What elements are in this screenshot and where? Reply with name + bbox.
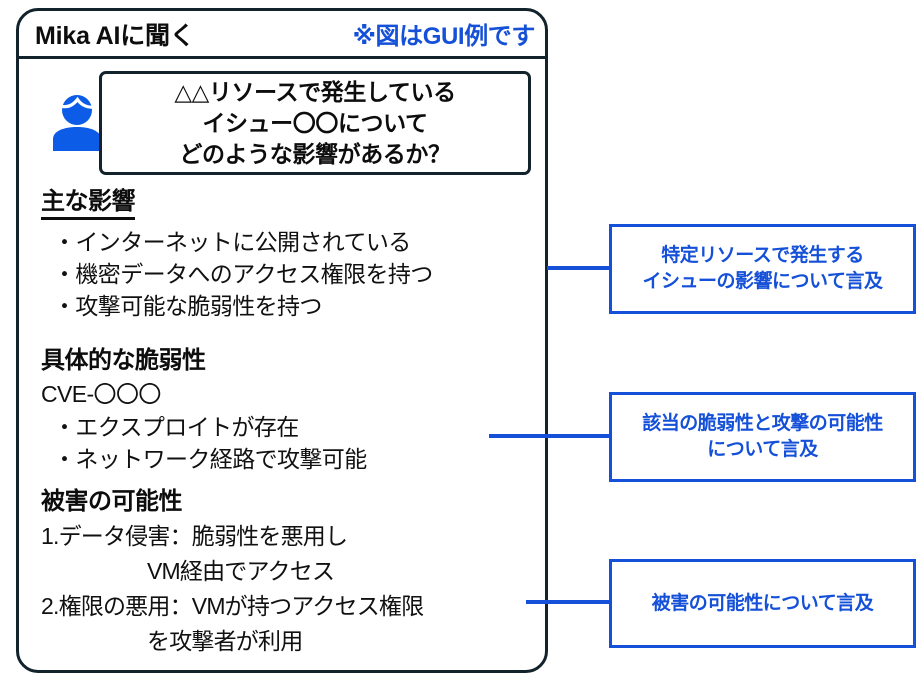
connector-line-2 <box>489 434 611 438</box>
callout-damage-potential: 被害の可能性について言及 <box>609 559 916 648</box>
question-line-1: △△リソースで発生している <box>174 78 456 105</box>
section-damage-potential: 被害の可能性 1.データ侵害：脆弱性を悪用し VM経由でアクセス 2.権限の悪用… <box>41 481 541 659</box>
section-specific-vulnerability: 具体的な脆弱性 CVE-〇〇〇 ・エクスプロイトが存在 ・ネットワーク経路で攻撃… <box>41 340 541 475</box>
callout-line: 特定リソースで発生する <box>661 245 864 266</box>
numbered-item-continuation: VM経由でアクセス <box>147 558 335 584</box>
user-question-bubble: △△リソースで発生している イシュー〇〇について どのような影響があるか？ <box>99 71 531 175</box>
numbered-item-continuation: を攻撃者が利用 <box>147 628 303 654</box>
bullet-item: ・攻撃可能な脆弱性を持つ <box>53 293 322 319</box>
question-line-2: イシュー〇〇について <box>202 109 428 136</box>
card-header: Mika AIに聞く ※図はGUI例です <box>19 11 545 59</box>
spacer <box>41 322 541 340</box>
ai-answer-body: 主な影響 ・インターネットに公開されている ・機密データへのアクセス権限を持つ … <box>41 181 541 659</box>
section-heading-damage-potential: 被害の可能性 <box>41 488 183 515</box>
page-title: Mika AIに聞く <box>35 21 195 50</box>
ai-assistant-card: Mika AIに聞く ※図はGUI例です △△リソースで発生している イシュー〇… <box>16 8 548 673</box>
connector-line-1 <box>547 266 611 270</box>
numbered-item: 1.データ侵害：脆弱性を悪用し <box>41 523 348 549</box>
section-heading-specific-vulnerability: 具体的な脆弱性 <box>41 347 206 374</box>
bullet-item: ・ネットワーク経路で攻撃可能 <box>53 446 367 472</box>
section-main-impact: 主な影響 ・インターネットに公開されている ・機密データへのアクセス権限を持つ … <box>41 181 541 322</box>
gui-example-note: ※図はGUI例です <box>352 23 536 50</box>
callout-line: 被害の可能性について言及 <box>651 592 874 614</box>
bullet-item: ・機密データへのアクセス権限を持つ <box>53 261 433 287</box>
connector-line-3 <box>526 600 611 604</box>
bullet-item: ・インターネットに公開されている <box>53 229 411 255</box>
callout-vulnerability-attack: 該当の脆弱性と攻撃の可能性 について言及 <box>609 392 916 482</box>
numbered-item: 2.権限の悪用：VMが持つアクセス権限 <box>41 593 424 619</box>
callout-resource-impact: 特定リソースで発生する イシューの影響について言及 <box>609 224 916 314</box>
section-heading-main-impact: 主な影響 <box>41 181 136 220</box>
callout-line: イシューの影響について言及 <box>642 271 883 292</box>
user-avatar-icon <box>51 93 103 151</box>
callout-line: について言及 <box>707 439 818 460</box>
question-line-3: どのような影響があるか？ <box>179 140 451 167</box>
callout-line: 該当の脆弱性と攻撃の可能性 <box>642 413 883 434</box>
cve-identifier: CVE-〇〇〇 <box>41 381 161 407</box>
bullet-item: ・エクスプロイトが存在 <box>53 414 299 440</box>
